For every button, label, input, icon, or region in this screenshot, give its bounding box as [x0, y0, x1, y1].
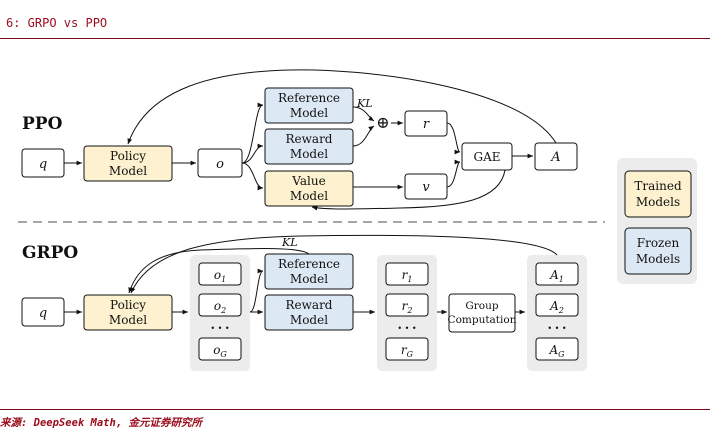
ppo-policy-line1: Policy [110, 149, 146, 163]
grpo-reward-model: Reward Model [264, 294, 354, 331]
ppo-kl-label: KL [356, 97, 373, 110]
ppo-value-line1: Value [291, 174, 325, 188]
ppo-plus-symbol: ⊕ [376, 113, 389, 132]
ppo-policy-model: Policy Model [83, 145, 173, 182]
grpo-reward-1: r1 [402, 268, 413, 284]
grpo-group-line2: Computation [448, 314, 517, 326]
grpo-reward-line2: Model [290, 313, 328, 327]
ppo-reference-line1: Reference [278, 91, 340, 105]
grpo-output-1: o1 [214, 268, 226, 284]
legend-trained: Trained Models [624, 170, 692, 218]
ppo-gae-text: GAE [473, 150, 500, 164]
ppo-output-text: o [216, 157, 224, 172]
ppo-value-box: v [404, 173, 448, 200]
legend-frozen-line1: Frozen [637, 236, 680, 250]
ppo-arrows [64, 69, 557, 211]
ppo-reward-model: Reward Model [264, 128, 354, 165]
grpo-advantage-2: A2 [549, 299, 564, 315]
ppo-gae-box: GAE [461, 142, 513, 171]
grpo-group-line1: Group [465, 300, 498, 312]
grpo-output-2: o2 [214, 299, 226, 315]
grpo-policy-line2: Model [109, 313, 147, 327]
ppo-policy-line2: Model [109, 164, 147, 178]
grpo-reward-2: r2 [402, 299, 413, 315]
legend-trained-line1: Trained [634, 179, 682, 193]
grpo-kl-label: KL [281, 236, 298, 249]
ppo-advantage-text: A [550, 150, 560, 165]
legend-trained-line2: Models [636, 195, 680, 209]
grpo-advantage-g: AG [548, 343, 565, 359]
ppo-value-text: v [422, 180, 430, 195]
ppo-output-box: o [197, 148, 243, 178]
grpo-reference-line1: Reference [278, 257, 340, 271]
ppo-reward-line2: Model [290, 147, 328, 161]
grpo-query-box: q [21, 297, 65, 327]
grpo-advantage-1: A1 [549, 268, 564, 284]
ppo-reward-text: r [423, 117, 430, 132]
grpo-reference-line2: Model [290, 272, 328, 286]
ppo-label: PPO [22, 114, 63, 134]
grpo-policy-line1: Policy [110, 298, 146, 312]
ppo-query-box: q [21, 148, 65, 178]
grpo-rewards-group: r1 r2 • • • rG [377, 255, 437, 371]
source-note: 来源: DeepSeek Math, 金元证券研究所 [0, 417, 202, 429]
ppo-reference-line2: Model [290, 106, 328, 120]
ppo-advantage-box: A [534, 142, 578, 171]
grpo-query-text: q [39, 306, 47, 321]
ppo-value-line2: Model [290, 189, 328, 203]
legend-frozen-line2: Models [636, 252, 680, 266]
ppo-reference-model: Reference Model [264, 87, 354, 124]
grpo-rewards-ellipsis: • • • [397, 324, 416, 333]
grpo-outputs-ellipsis: • • • [210, 324, 229, 333]
legend-frozen: Frozen Models [624, 227, 692, 275]
grpo-arrows [64, 234, 558, 315]
ppo-query-text: q [39, 157, 47, 172]
grpo-advantages-ellipsis: • • • [547, 324, 566, 333]
top-rule [0, 38, 710, 39]
ppo-reward-box: r [404, 110, 448, 137]
ppo-value-model: Value Model [264, 170, 354, 207]
legend-panel: Trained Models Frozen Models [617, 158, 697, 284]
figure-title: 6: GRPO vs PPO [6, 16, 108, 30]
grpo-reward-g: rG [401, 343, 414, 359]
grpo-label: GRPO [22, 243, 78, 263]
grpo-policy-model: Policy Model [83, 294, 173, 331]
grpo-reward-line1: Reward [286, 298, 333, 312]
ppo-reward-line1: Reward [286, 132, 333, 146]
grpo-reference-model: Reference Model [264, 253, 354, 290]
bottom-rule [0, 409, 710, 410]
grpo-outputs-group: o1 o2 • • • oG [190, 255, 250, 371]
grpo-advantages-group: A1 A2 • • • AG [527, 255, 587, 371]
grpo-group-computation: Group Computation [448, 293, 517, 333]
grpo-output-g: oG [213, 343, 227, 359]
